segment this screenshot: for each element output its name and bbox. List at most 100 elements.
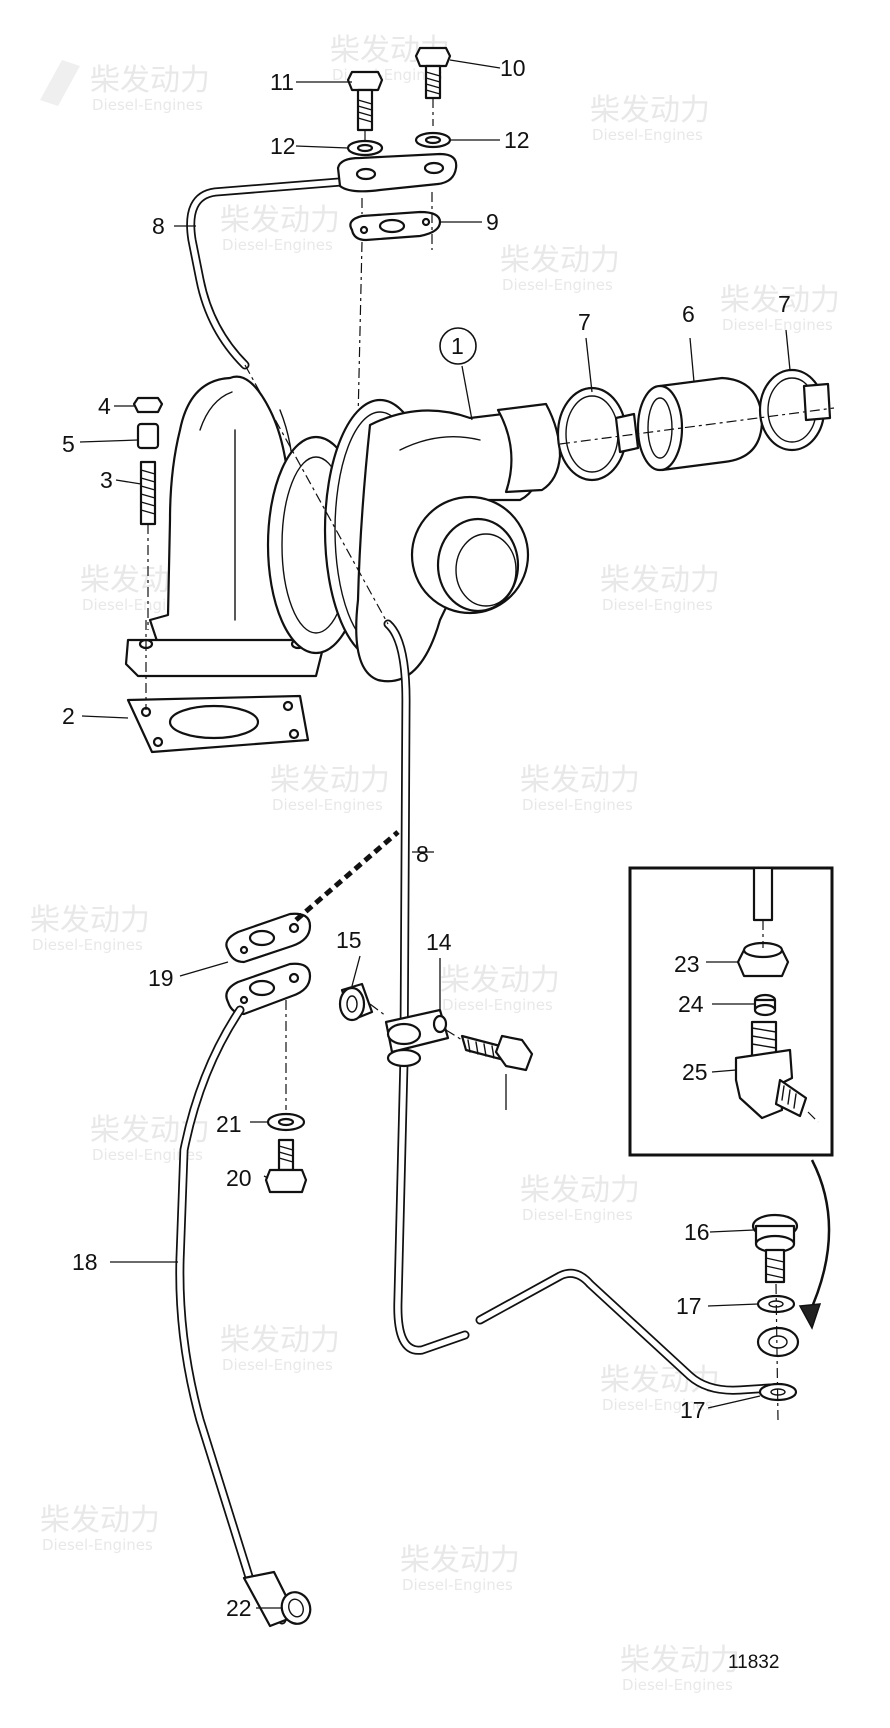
svg-text:柴发动力: 柴发动力: [400, 1543, 520, 1578]
callout-24: 24: [678, 991, 704, 1017]
callout-22: 22: [226, 1595, 252, 1621]
callout-23: 23: [674, 951, 700, 977]
watermark: 柴发动力 Diesel-Engines: [270, 763, 390, 814]
svg-text:柴发动力: 柴发动力: [520, 763, 640, 798]
callout-13: 14: [426, 929, 452, 955]
watermark: 柴发动力 Diesel-Engines: [590, 93, 710, 144]
callout-8-upper: 8: [152, 213, 165, 239]
callout-18: 18: [72, 1249, 98, 1275]
svg-text:柴发动力: 柴发动力: [600, 563, 720, 598]
banjo-bolt-16: [751, 1213, 799, 1284]
callout-9: 9: [486, 209, 499, 235]
callout-4: 4: [98, 393, 111, 419]
watermark: 柴发动力 Diesel-Engines: [400, 1543, 520, 1594]
hose-clamp-7-left: [556, 386, 640, 482]
watermark: 柴发动力 Diesel-Engines: [40, 1503, 160, 1554]
callout-25: 25: [682, 1059, 708, 1085]
svg-text:Diesel-Engines: Diesel-Engines: [522, 796, 633, 814]
svg-text:Diesel-Engines: Diesel-Engines: [592, 126, 703, 144]
callout-5: 5: [62, 431, 75, 457]
elbow-flange: [124, 638, 324, 678]
watermark: 柴发动力 Diesel-Engines: [720, 283, 840, 334]
callout-2: 2: [62, 703, 75, 729]
watermark: 柴发动力 Diesel-Engines: [620, 1643, 740, 1694]
svg-text:Diesel-Engines: Diesel-Engines: [622, 1676, 733, 1694]
elbow-union-25: [734, 1020, 808, 1120]
watermark: 柴发动力 Diesel-Engines: [30, 903, 150, 954]
callout-7-left: 7: [578, 309, 591, 335]
callout-6: 6: [682, 301, 695, 327]
callout-8-lower: 8: [416, 841, 429, 867]
detail-arrow: [798, 1159, 831, 1330]
gasket-9: [349, 210, 442, 242]
svg-text:Diesel-Engines: Diesel-Engines: [502, 276, 613, 294]
callout-labels: 11 10 12 12 8 9 1 7 6 7 4 5 3 2 8 19 15 …: [62, 55, 791, 1621]
oil-pipe-upper: [186, 177, 345, 370]
watermark: 柴发动力 Diesel-Engines: [500, 243, 620, 294]
svg-text:Diesel-Engines: Diesel-Engines: [272, 796, 383, 814]
callout-10: 10: [500, 55, 526, 81]
turbocharger-1: [266, 398, 562, 683]
callout-3: 3: [100, 467, 113, 493]
washer-12-left: [346, 139, 384, 157]
svg-text:柴发动力: 柴发动力: [720, 283, 840, 318]
stud-3: [139, 460, 157, 526]
hose-6: [636, 376, 764, 472]
watermark: 柴发动力 Diesel-Engines: [520, 1173, 640, 1224]
callout-17-lower: 17: [680, 1397, 706, 1423]
svg-text:Diesel-Engines: Diesel-Engines: [42, 1536, 153, 1554]
callout-7-right: 7: [778, 291, 791, 317]
callout-12-left: 12: [270, 133, 296, 159]
callout-20: 20: [226, 1165, 252, 1191]
sleeve-5: [136, 422, 160, 450]
callout-12-right: 12: [504, 127, 530, 153]
watermark-layer: 柴发动力 Diesel-Engines 柴发动力 Diesel-Engines …: [30, 33, 840, 1694]
svg-text:柴发动力: 柴发动力: [440, 963, 560, 998]
svg-text:柴发动力: 柴发动力: [590, 93, 710, 128]
watermark: 柴发动力 Diesel-Engines: [520, 763, 640, 814]
washer-21: [266, 1112, 306, 1132]
svg-text:Diesel-Engines: Diesel-Engines: [722, 316, 833, 334]
svg-text:柴发动力: 柴发动力: [40, 1503, 160, 1538]
banjo-fitting: [756, 1326, 800, 1358]
svg-text:Diesel-Engines: Diesel-Engines: [82, 596, 193, 614]
svg-text:Diesel-Engines: Diesel-Engines: [522, 1206, 633, 1224]
svg-text:柴发动力: 柴发动力: [30, 903, 150, 938]
bolt-11: [346, 70, 384, 132]
callout-17-upper: 17: [676, 1293, 702, 1319]
svg-text:柴发动力: 柴发动力: [220, 203, 340, 238]
figure-number: 11832: [728, 1652, 779, 1673]
svg-text:Diesel-Engines: Diesel-Engines: [92, 96, 203, 114]
callout-16: 16: [684, 1219, 710, 1245]
callout-15: 15: [336, 927, 362, 953]
svg-text:Diesel-Engines: Diesel-Engines: [602, 1396, 713, 1414]
watermark: 柴发动力 Diesel-Engines: [40, 60, 210, 114]
seal-ring-22: [280, 1591, 312, 1625]
nut-4: [132, 396, 164, 414]
watermark: 柴发动力 Diesel-Engines: [220, 203, 340, 254]
detail-pipe: [752, 866, 774, 922]
svg-text:Diesel-Engines: Diesel-Engines: [442, 996, 553, 1014]
svg-text:柴发动力: 柴发动力: [500, 243, 620, 278]
svg-text:Diesel-Engines: Diesel-Engines: [222, 236, 333, 254]
callout-1-circle: 1: [439, 327, 477, 365]
watermark: 柴发动力 Diesel-Engines: [440, 963, 560, 1014]
pipe-flange-top: [336, 152, 458, 193]
leader-lines: [79, 59, 791, 1609]
callout-11: 11: [270, 69, 294, 95]
svg-text:Diesel-Engines: Diesel-Engines: [32, 936, 143, 954]
ferrule-24: [753, 993, 777, 1017]
svg-text:柴发动力: 柴发动力: [90, 63, 210, 98]
bolt-10: [414, 46, 452, 100]
callout-21: 21: [216, 1111, 242, 1137]
svg-text:柴发动力: 柴发动力: [270, 763, 390, 798]
svg-text:柴发动力: 柴发动力: [620, 1643, 740, 1678]
watermark: 柴发动力 Diesel-Engines: [600, 1363, 720, 1414]
bolt-20: [264, 1138, 308, 1194]
gasket-2: [126, 694, 310, 754]
svg-text:柴发动力: 柴发动力: [220, 1323, 340, 1358]
svg-text:1: 1: [451, 333, 464, 359]
svg-text:柴发动力: 柴发动力: [520, 1173, 640, 1208]
